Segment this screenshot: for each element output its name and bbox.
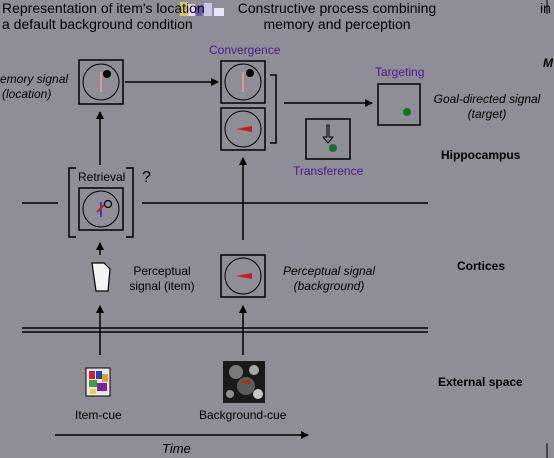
transference-box — [305, 118, 351, 160]
header-left-line1: Representation of item's location — [2, 0, 205, 16]
goal-signal-label: Goal-directed signal — [433, 92, 541, 106]
targeting-label: Targeting — [375, 65, 425, 79]
header-left-line2: a default background condition — [2, 16, 193, 32]
convergence-bracket — [270, 74, 277, 144]
perceptual-item-label: Perceptual — [133, 264, 191, 278]
right-edge-letter: M — [543, 56, 553, 70]
retrieval-label: Retrieval — [78, 170, 126, 184]
perceptual-item-sublabel: signal (item) — [129, 279, 195, 293]
header-color-chips — [180, 2, 224, 16]
retrieval-box — [68, 167, 134, 238]
item-cue-label: Item-cue — [75, 408, 122, 422]
header-center-line2: memory and perception — [263, 16, 411, 32]
item-cue-image — [85, 367, 111, 397]
memory-signal-sublabel: (location) — [2, 87, 52, 101]
perceptual-background-box — [220, 254, 266, 298]
goal-signal-sublabel: (target) — [467, 107, 507, 121]
level-external-space: External space — [438, 375, 523, 389]
document-icon — [91, 262, 111, 292]
memory-signal-box — [78, 59, 124, 105]
memory-signal-label: emory signal — [0, 72, 69, 86]
background-cue-label: Background-cue — [199, 408, 287, 422]
header-center-line1: Constructive process combining — [237, 0, 437, 16]
targeting-box — [377, 83, 421, 126]
level-hippocampus: Hippocampus — [441, 148, 521, 162]
perceptual-background-label: Perceptual signal — [282, 264, 376, 278]
convergence-label: Convergence — [209, 43, 281, 57]
transference-label: Transference — [293, 164, 364, 178]
question-mark: ? — [142, 169, 151, 186]
perceptual-background-sublabel: (background) — [293, 279, 365, 293]
convergence-box-top — [220, 60, 266, 104]
header-right-cut: in — [540, 0, 551, 16]
time-label: Time — [162, 441, 191, 456]
convergence-box-bottom — [220, 107, 266, 151]
level-cortices: Cortices — [457, 259, 506, 273]
background-cue-image — [223, 361, 265, 403]
